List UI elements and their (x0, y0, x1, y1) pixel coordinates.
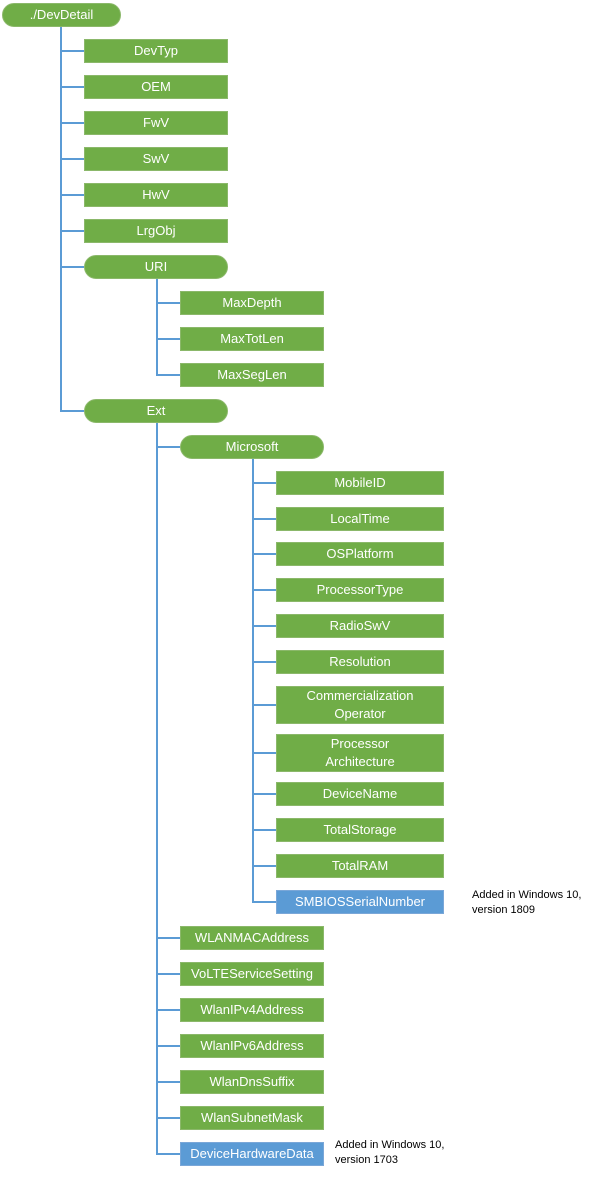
connector-uri (60, 266, 84, 268)
connector-trunk-uri (156, 279, 158, 376)
node-root: ./DevDetail (2, 3, 121, 27)
connector-volte (156, 973, 180, 975)
node-smbios: SMBIOSSerialNumber (276, 890, 444, 914)
node-hwv: HwV (84, 183, 228, 207)
node-maxdepth: MaxDepth (180, 291, 324, 315)
node-wlansubnet: WlanSubnetMask (180, 1106, 324, 1130)
node-wlanipv4: WlanIPv4Address (180, 998, 324, 1022)
node-wlanmac: WLANMACAddress (180, 926, 324, 950)
node-wlanipv6: WlanIPv6Address (180, 1034, 324, 1058)
connector-totalstorage (252, 829, 276, 831)
connector-swv (60, 158, 84, 160)
node-osplatform: OSPlatform (276, 542, 444, 566)
note-devicehw: Added in Windows 10, version 1703 (335, 1139, 445, 1166)
node-swv: SwV (84, 147, 228, 171)
connector-trunk-root (60, 27, 62, 412)
node-processortype: ProcessorType (276, 578, 444, 602)
node-fwv: FwV (84, 111, 228, 135)
connector-devtyp (60, 50, 84, 52)
connector-procarch (252, 752, 276, 754)
node-lrgobj: LrgObj (84, 219, 228, 243)
connector-ext (60, 410, 84, 412)
node-devtyp: DevTyp (84, 39, 228, 63)
node-volte: VoLTEServiceSetting (180, 962, 324, 986)
node-maxseglen: MaxSegLen (180, 363, 324, 387)
node-totalstorage: TotalStorage (276, 818, 444, 842)
node-devicehw: DeviceHardwareData (180, 1142, 324, 1166)
node-microsoft: Microsoft (180, 435, 324, 459)
connector-devicename (252, 793, 276, 795)
connector-resolution (252, 661, 276, 663)
connector-microsoft (156, 446, 180, 448)
node-ext: Ext (84, 399, 228, 423)
connector-radioswv (252, 625, 276, 627)
connector-totalram (252, 865, 276, 867)
connector-wlanipv4 (156, 1009, 180, 1011)
connector-commop (252, 704, 276, 706)
node-localtime: LocalTime (276, 507, 444, 531)
connector-devicehw (156, 1153, 180, 1155)
connector-mobileid (252, 482, 276, 484)
connector-localtime (252, 518, 276, 520)
node-radioswv: RadioSwV (276, 614, 444, 638)
connector-wlanmac (156, 937, 180, 939)
connector-wlansubnet (156, 1117, 180, 1119)
note-smbios: Added in Windows 10, version 1809 (472, 889, 582, 916)
connector-processortype (252, 589, 276, 591)
node-devicename: DeviceName (276, 782, 444, 806)
connector-wlandns (156, 1081, 180, 1083)
node-uri: URI (84, 255, 228, 279)
node-oem: OEM (84, 75, 228, 99)
node-totalram: TotalRAM (276, 854, 444, 878)
connector-fwv (60, 122, 84, 124)
connector-maxdepth (156, 302, 180, 304)
connector-oem (60, 86, 84, 88)
node-resolution: Resolution (276, 650, 444, 674)
node-wlandns: WlanDnsSuffix (180, 1070, 324, 1094)
connector-lrgobj (60, 230, 84, 232)
node-commop: Commercialization Operator (276, 686, 444, 724)
connector-smbios (252, 901, 276, 903)
connector-maxtotlen (156, 338, 180, 340)
connector-hwv (60, 194, 84, 196)
connector-trunk-ext (156, 423, 158, 1155)
connector-osplatform (252, 553, 276, 555)
node-maxtotlen: MaxTotLen (180, 327, 324, 351)
connector-maxseglen (156, 374, 180, 376)
connector-trunk-microsoft (252, 459, 254, 903)
node-procarch: Processor Architecture (276, 734, 444, 772)
connector-wlanipv6 (156, 1045, 180, 1047)
node-mobileid: MobileID (276, 471, 444, 495)
